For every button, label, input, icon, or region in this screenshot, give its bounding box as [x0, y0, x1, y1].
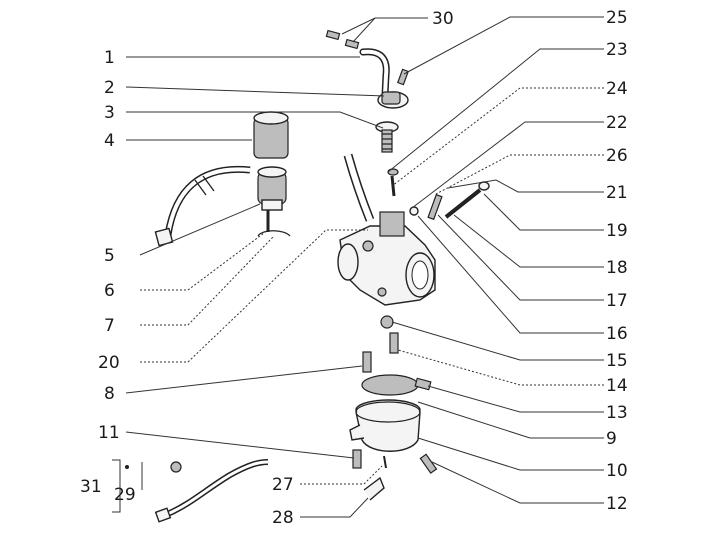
callout-30: 30: [432, 9, 454, 29]
callout-6: 6: [104, 281, 115, 301]
part-22-ball: [409, 206, 419, 216]
callout-29: 29: [114, 485, 136, 505]
callout-23: 23: [606, 40, 628, 60]
callout-labels: 1 2 3 4 5 6 7 20 8 11 31 29 27 28 30 25 …: [80, 8, 628, 528]
callout-26: 26: [606, 146, 628, 166]
callout-9: 9: [606, 429, 617, 449]
callout-17: 17: [606, 291, 628, 311]
callout-25: 25: [606, 8, 628, 28]
part-25-screw: [397, 68, 409, 86]
float-bowl-assembly: [349, 374, 432, 452]
callout-16: 16: [606, 324, 628, 344]
callout-31: 31: [80, 477, 102, 497]
callout-19: 19: [606, 221, 628, 241]
callout-12: 12: [606, 494, 628, 514]
part-21-screw: [427, 193, 443, 221]
part-11-drain-screw: [352, 449, 362, 469]
callout-22: 22: [606, 113, 628, 133]
callout-20: 20: [98, 353, 120, 373]
callout-28: 28: [272, 508, 294, 528]
callout-21: 21: [606, 183, 628, 203]
callout-18: 18: [606, 258, 628, 278]
callout-5: 5: [104, 246, 115, 266]
callout-4: 4: [104, 131, 115, 151]
leader-lines: [112, 16, 604, 518]
part-23-ring: [387, 168, 399, 176]
part-5-slide-cable: [154, 165, 287, 247]
callout-7: 7: [104, 316, 115, 336]
carburetor-body: [337, 211, 436, 306]
part-30-screws: [325, 29, 360, 50]
part-12-screw: [419, 453, 438, 474]
callout-1: 1: [104, 48, 115, 68]
part-4-cap: [253, 111, 289, 159]
callout-11: 11: [98, 423, 120, 443]
callout-14: 14: [606, 376, 628, 396]
part-8-jet: [362, 351, 372, 373]
part-7-clip: [257, 230, 291, 237]
callout-10: 10: [606, 461, 628, 481]
part-27-pin: [383, 455, 387, 469]
part-29-overflow-hose: [125, 459, 269, 523]
callout-24: 24: [606, 79, 628, 99]
part-2-fitting: [377, 91, 409, 109]
part-24-pin: [390, 175, 396, 197]
part-3-needle-valve: [375, 121, 399, 153]
callout-8: 8: [104, 384, 115, 404]
part-15-nut: [380, 315, 394, 329]
callout-13: 13: [606, 403, 628, 423]
callout-2: 2: [104, 78, 115, 98]
callout-15: 15: [606, 351, 628, 371]
callout-27: 27: [272, 475, 294, 495]
callout-3: 3: [104, 103, 115, 123]
part-28-bracket: [363, 476, 385, 501]
parts: [125, 29, 490, 523]
part-14-screw: [389, 332, 399, 354]
